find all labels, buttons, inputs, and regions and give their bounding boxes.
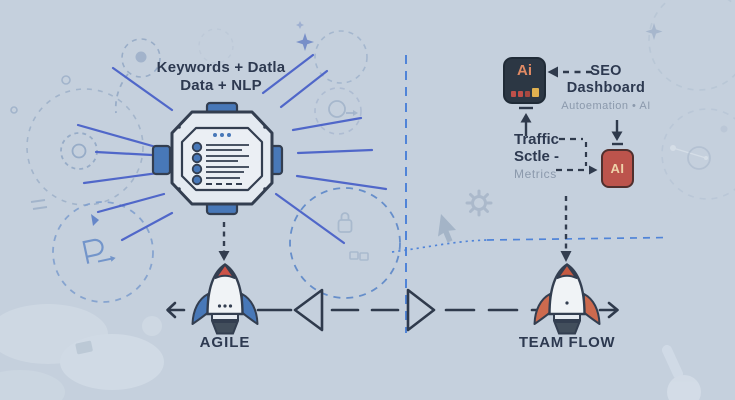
metrics-ai-chip-icon: AI [601,149,634,188]
dial-circle-decoration [10,75,144,210]
agile-label: AGILE [199,334,251,351]
boxes-icon [349,251,369,261]
hub-circle-decoration [289,187,401,299]
teamflow-label: TEAM FLOW [518,334,616,351]
device-rays [76,53,388,245]
metrics-to-teamflow-connector [560,196,572,262]
device-to-agile-connector [218,222,230,261]
timeline [166,288,619,332]
metrics-ai-icon-label: AI [610,161,625,176]
gear-circles-decoration [314,30,368,135]
shooting-star-icon [662,345,701,400]
device-caption: Keywords + Datla Data + NLP [111,59,331,95]
seo-title-line1: SEO [590,63,622,79]
timeline-right-arrow [598,301,619,319]
bar-chart-glyph [511,88,539,97]
moon-icon [666,196,686,216]
traffic-line1: Traffic [514,131,560,148]
device-caption-line2: Data + NLP [180,77,262,94]
lock-icon [337,212,353,233]
seo-ai-app-icon: Ai [503,57,546,104]
sparkle-icon [296,21,314,51]
cloud-decoration [0,304,164,400]
device-caption-line1: Keywords + Datla [156,59,286,76]
timeline-right-triangle [406,288,436,332]
timeline-left-arrow [166,301,186,319]
traffic-metrics-label: Traffic Sctle - Metrics [514,131,604,181]
gear-icon [465,189,493,217]
nlp-device [151,101,284,216]
traffic-line3: Metrics [514,167,557,181]
cursor-icon [438,214,456,243]
teamflow-rocket-icon [533,263,601,335]
agile-rocket-icon [191,263,259,335]
seo-subtitle: Autoemation • AI [561,100,651,112]
flow-dotted-line [391,236,669,253]
device-list [191,141,249,186]
seo-arrows [519,66,623,175]
device-screws [177,125,267,191]
timeline-left-triangle [293,288,324,332]
seo-ai-icon-label: Ai [517,62,532,79]
device-screen [180,126,264,192]
seo-dashboard-label: SEO Dashboard Autoemation • AI [554,63,658,112]
process-circle-decoration [52,201,154,303]
traffic-line2: Sctle - [514,148,560,165]
faint-circles-decoration [645,0,735,200]
device-menu-dots [213,133,231,137]
seo-title-line2: Dashboard [566,80,646,96]
